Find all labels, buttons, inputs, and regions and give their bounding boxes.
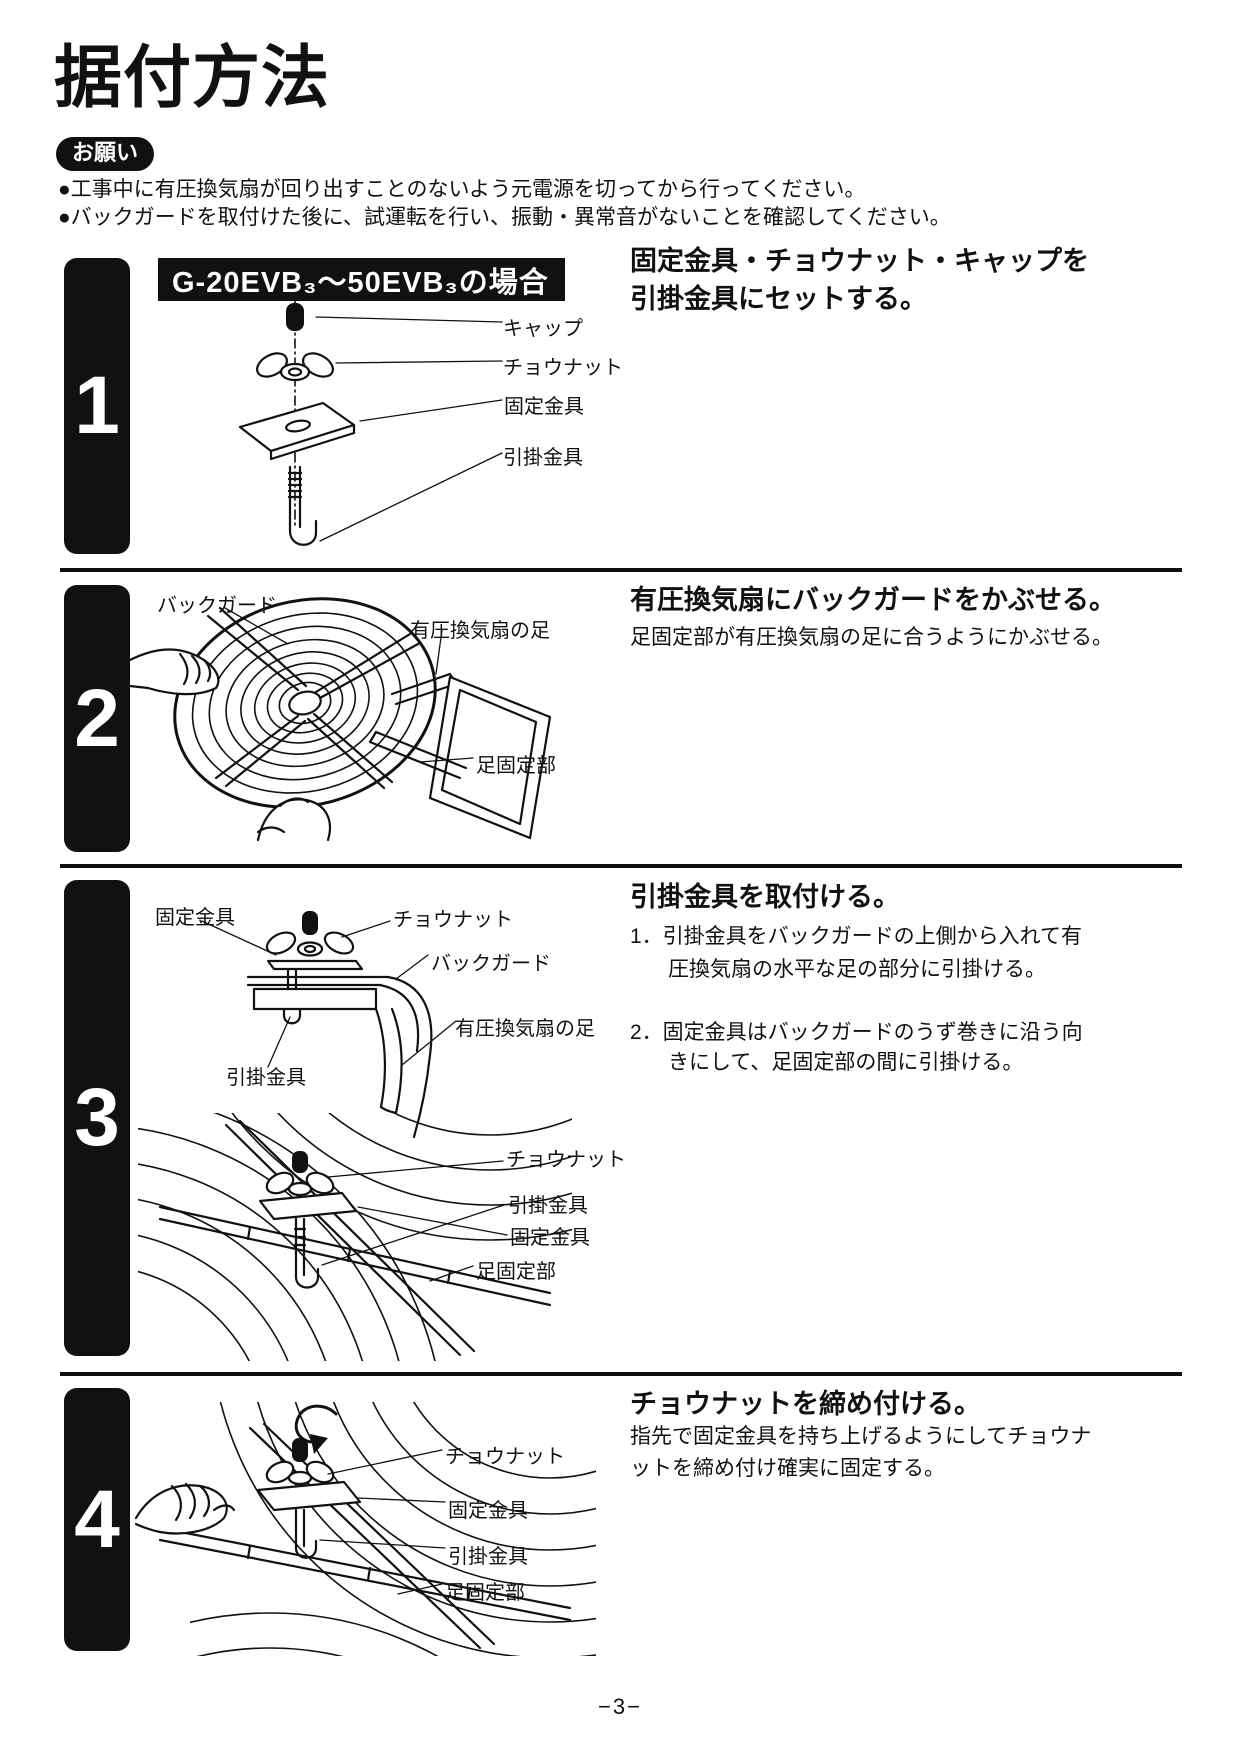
step1-heading-line1: 固定金具・チョウナット・キャップを xyxy=(630,246,1089,276)
step1-number-block: 1 xyxy=(64,258,130,554)
step1-label-fixing-bracket: 固定金具 xyxy=(504,396,584,418)
step1-exploded-parts-figure xyxy=(238,300,503,546)
onegai-badge: お願い xyxy=(56,137,155,172)
step3-label-fan-foot: 有圧換気扇の足 xyxy=(455,1018,595,1040)
page-number: −3− xyxy=(598,1694,642,1719)
step2-body: 足固定部が有圧換気扇の足に合うようにかぶせる。 xyxy=(630,626,1113,649)
step4-label-wing-nut: チョウナット xyxy=(445,1446,565,1468)
step1-model-banner: G-20EVB₃～50EVB₃の場合 xyxy=(158,258,565,301)
step1-label-cap: キャップ xyxy=(503,318,583,340)
step2-heading: 有圧換気扇にバックガードをかぶせる。 xyxy=(630,585,1116,615)
step3-item1-line2: 圧換気扇の水平な足の部分に引掛ける。 xyxy=(668,958,1046,981)
step3-number: 3 xyxy=(74,1072,120,1163)
step4-label-hook-bracket: 引掛金具 xyxy=(448,1546,528,1568)
step4-label-fixing-bracket: 固定金具 xyxy=(448,1500,528,1522)
step3-label-hook-bracket-upper: 引掛金具 xyxy=(226,1067,306,1089)
step2-label-fan-foot: 有圧換気扇の足 xyxy=(410,620,550,642)
note-line-2: ●バックガードを取付けた後に、試運転を行い、振動・異常音がないことを確認してくだ… xyxy=(58,206,951,229)
step2-number: 2 xyxy=(74,672,120,764)
step3-label-foot-fixing: 足固定部 xyxy=(476,1261,556,1283)
divider-2 xyxy=(60,864,1182,868)
step2-label-back-guard: バックガード xyxy=(157,595,277,617)
divider-1 xyxy=(60,568,1182,572)
step3-label-wing-nut-lower: チョウナット xyxy=(506,1149,626,1171)
step2-backguard-figure xyxy=(128,597,552,842)
step1-number: 1 xyxy=(74,360,120,451)
step4-body-line2: ットを締め付け確実に固定する。 xyxy=(630,1457,945,1480)
step3-label-hook-bracket-lower: 引掛金具 xyxy=(508,1195,588,1217)
step3-mounting-figure xyxy=(138,911,572,1361)
page-title: 据付方法 xyxy=(54,40,331,116)
step4-heading: チョウナットを締め付ける。 xyxy=(630,1389,981,1419)
step3-item2-line2: きにして、足固定部の間に引掛ける。 xyxy=(668,1051,1024,1074)
step1-label-wing-nut: チョウナット xyxy=(503,357,623,379)
step4-number-block: 4 xyxy=(64,1388,130,1651)
step2-number-block: 2 xyxy=(64,585,130,852)
step1-label-hook-bracket: 引掛金具 xyxy=(503,447,583,469)
step4-number: 4 xyxy=(74,1473,120,1565)
step2-label-foot-fixing: 足固定部 xyxy=(476,755,556,777)
step3-item2-line1: 2．固定金具はバックガードのうず巻きに沿う向 xyxy=(630,1021,1083,1044)
step3-heading: 引掛金具を取付ける。 xyxy=(630,882,900,912)
step3-item1-line1: 1．引掛金具をバックガードの上側から入れて有 xyxy=(630,925,1083,948)
step1-heading-line2: 引掛金具にセットする。 xyxy=(630,284,927,314)
divider-3 xyxy=(60,1372,1182,1376)
step3-number-block: 3 xyxy=(64,880,130,1356)
note-line-1: ●工事中に有圧換気扇が回り出すことのないよう元電源を切ってから行ってください。 xyxy=(58,178,866,201)
step3-label-fixing-bracket-lower: 固定金具 xyxy=(510,1227,590,1249)
step4-body-line1: 指先で固定金具を持ち上げるようにしてチョウナ xyxy=(630,1425,1092,1448)
step3-label-wing-nut-upper: チョウナット xyxy=(393,909,513,931)
step4-label-foot-fixing: 足固定部 xyxy=(445,1582,525,1604)
step3-label-back-guard: バックガード xyxy=(431,953,551,975)
step3-label-fixing-bracket-upper: 固定金具 xyxy=(155,907,235,929)
step4-tighten-figure xyxy=(134,1402,596,1656)
